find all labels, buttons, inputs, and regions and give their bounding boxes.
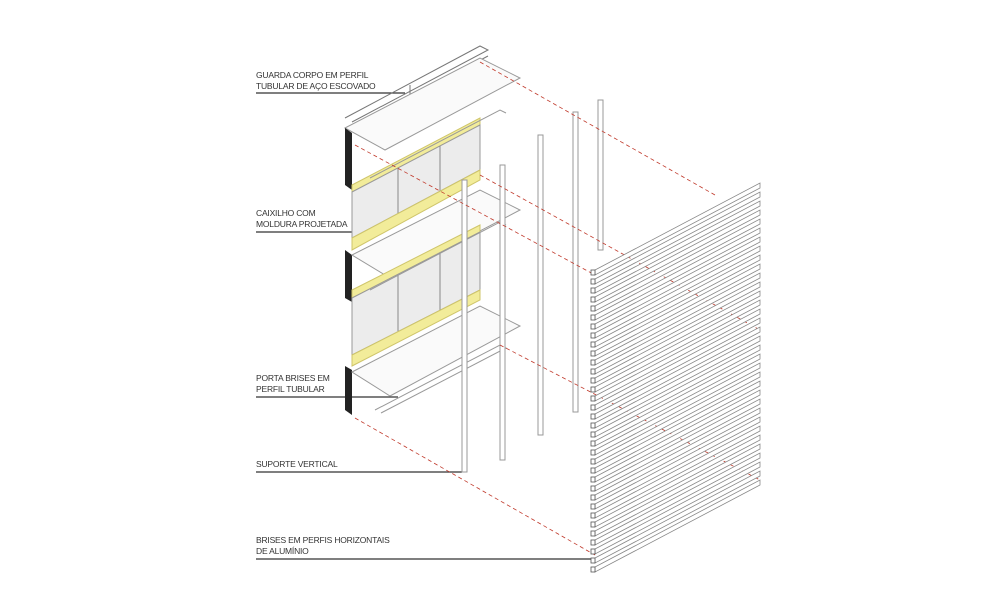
label-line: SUPORTE VERTICAL: [256, 459, 338, 469]
label-line: PORTA BRISES EM: [256, 373, 330, 383]
brise-panel: [590, 182, 761, 573]
brise-slat-end: [590, 386, 596, 393]
brise-slat-end: [590, 413, 596, 420]
brise-slat-end: [590, 323, 596, 330]
brise-slat-end: [590, 521, 596, 528]
label-line: MOLDURA PROJETADA: [256, 219, 348, 229]
label-line: CAIXILHO COM: [256, 208, 316, 218]
label-vertical-support: SUPORTE VERTICAL: [256, 459, 338, 470]
brise-slat-end: [590, 314, 596, 321]
projection-lines: [354, 61, 761, 556]
label-line: TUBULAR DE AÇO ESCOVADO: [256, 81, 376, 91]
brise-slat-end: [590, 422, 596, 429]
slab-section-1: [345, 128, 352, 190]
brise-slat-end: [590, 377, 596, 384]
brise-slat-end: [590, 458, 596, 465]
brise-slat-end: [590, 368, 596, 375]
brise-slat-end: [590, 530, 596, 537]
brise-slat-end: [590, 449, 596, 456]
brise-slat-end: [590, 503, 596, 510]
brise-slat-end: [590, 404, 596, 411]
brise-slat-end: [590, 548, 596, 555]
brise-slat-end: [590, 512, 596, 519]
slab-section-3: [345, 366, 352, 415]
yellow-band-2: [351, 169, 481, 251]
label-line: GUARDA CORPO EM PERFIL: [256, 70, 369, 80]
label-brises: BRISES EM PERFIS HORIZONTAIS DE ALUMÍNIO: [256, 535, 390, 557]
label-line: PERFIL TUBULAR: [256, 384, 325, 394]
leader-lines: [256, 92, 592, 560]
brise-slat-end: [590, 467, 596, 474]
brise-slat-end: [590, 296, 596, 303]
label-line: BRISES EM PERFIS HORIZONTAIS: [256, 535, 390, 545]
brise-slat-end: [590, 476, 596, 483]
brise-slat-end: [590, 287, 596, 294]
brise-slat-end: [590, 359, 596, 366]
brise-slat-end: [590, 557, 596, 564]
brise-slat-end: [590, 494, 596, 501]
slab-section-2: [345, 250, 352, 302]
brise-slat-end: [590, 332, 596, 339]
label-line: DE ALUMÍNIO: [256, 546, 309, 556]
brise-slat-end: [590, 350, 596, 357]
brise-slat-end: [590, 485, 596, 492]
brise-slat-end: [590, 395, 596, 402]
brise-slat-end: [590, 539, 596, 546]
label-window-frame: CAIXILHO COM MOLDURA PROJETADA: [256, 208, 348, 230]
brise-slat-end: [590, 440, 596, 447]
label-brise-support: PORTA BRISES EM PERFIL TUBULAR: [256, 373, 330, 395]
vertical-supports: [461, 99, 604, 473]
label-guardrail: GUARDA CORPO EM PERFIL TUBULAR DE AÇO ES…: [256, 70, 376, 92]
brise-slat-end: [590, 305, 596, 312]
brise-slat-end: [590, 269, 596, 276]
brise-slat-end: [590, 431, 596, 438]
brise-slat-end: [590, 278, 596, 285]
brise-slat-end: [590, 341, 596, 348]
brise-slat-end: [590, 566, 596, 573]
yellow-band-4: [351, 289, 481, 367]
